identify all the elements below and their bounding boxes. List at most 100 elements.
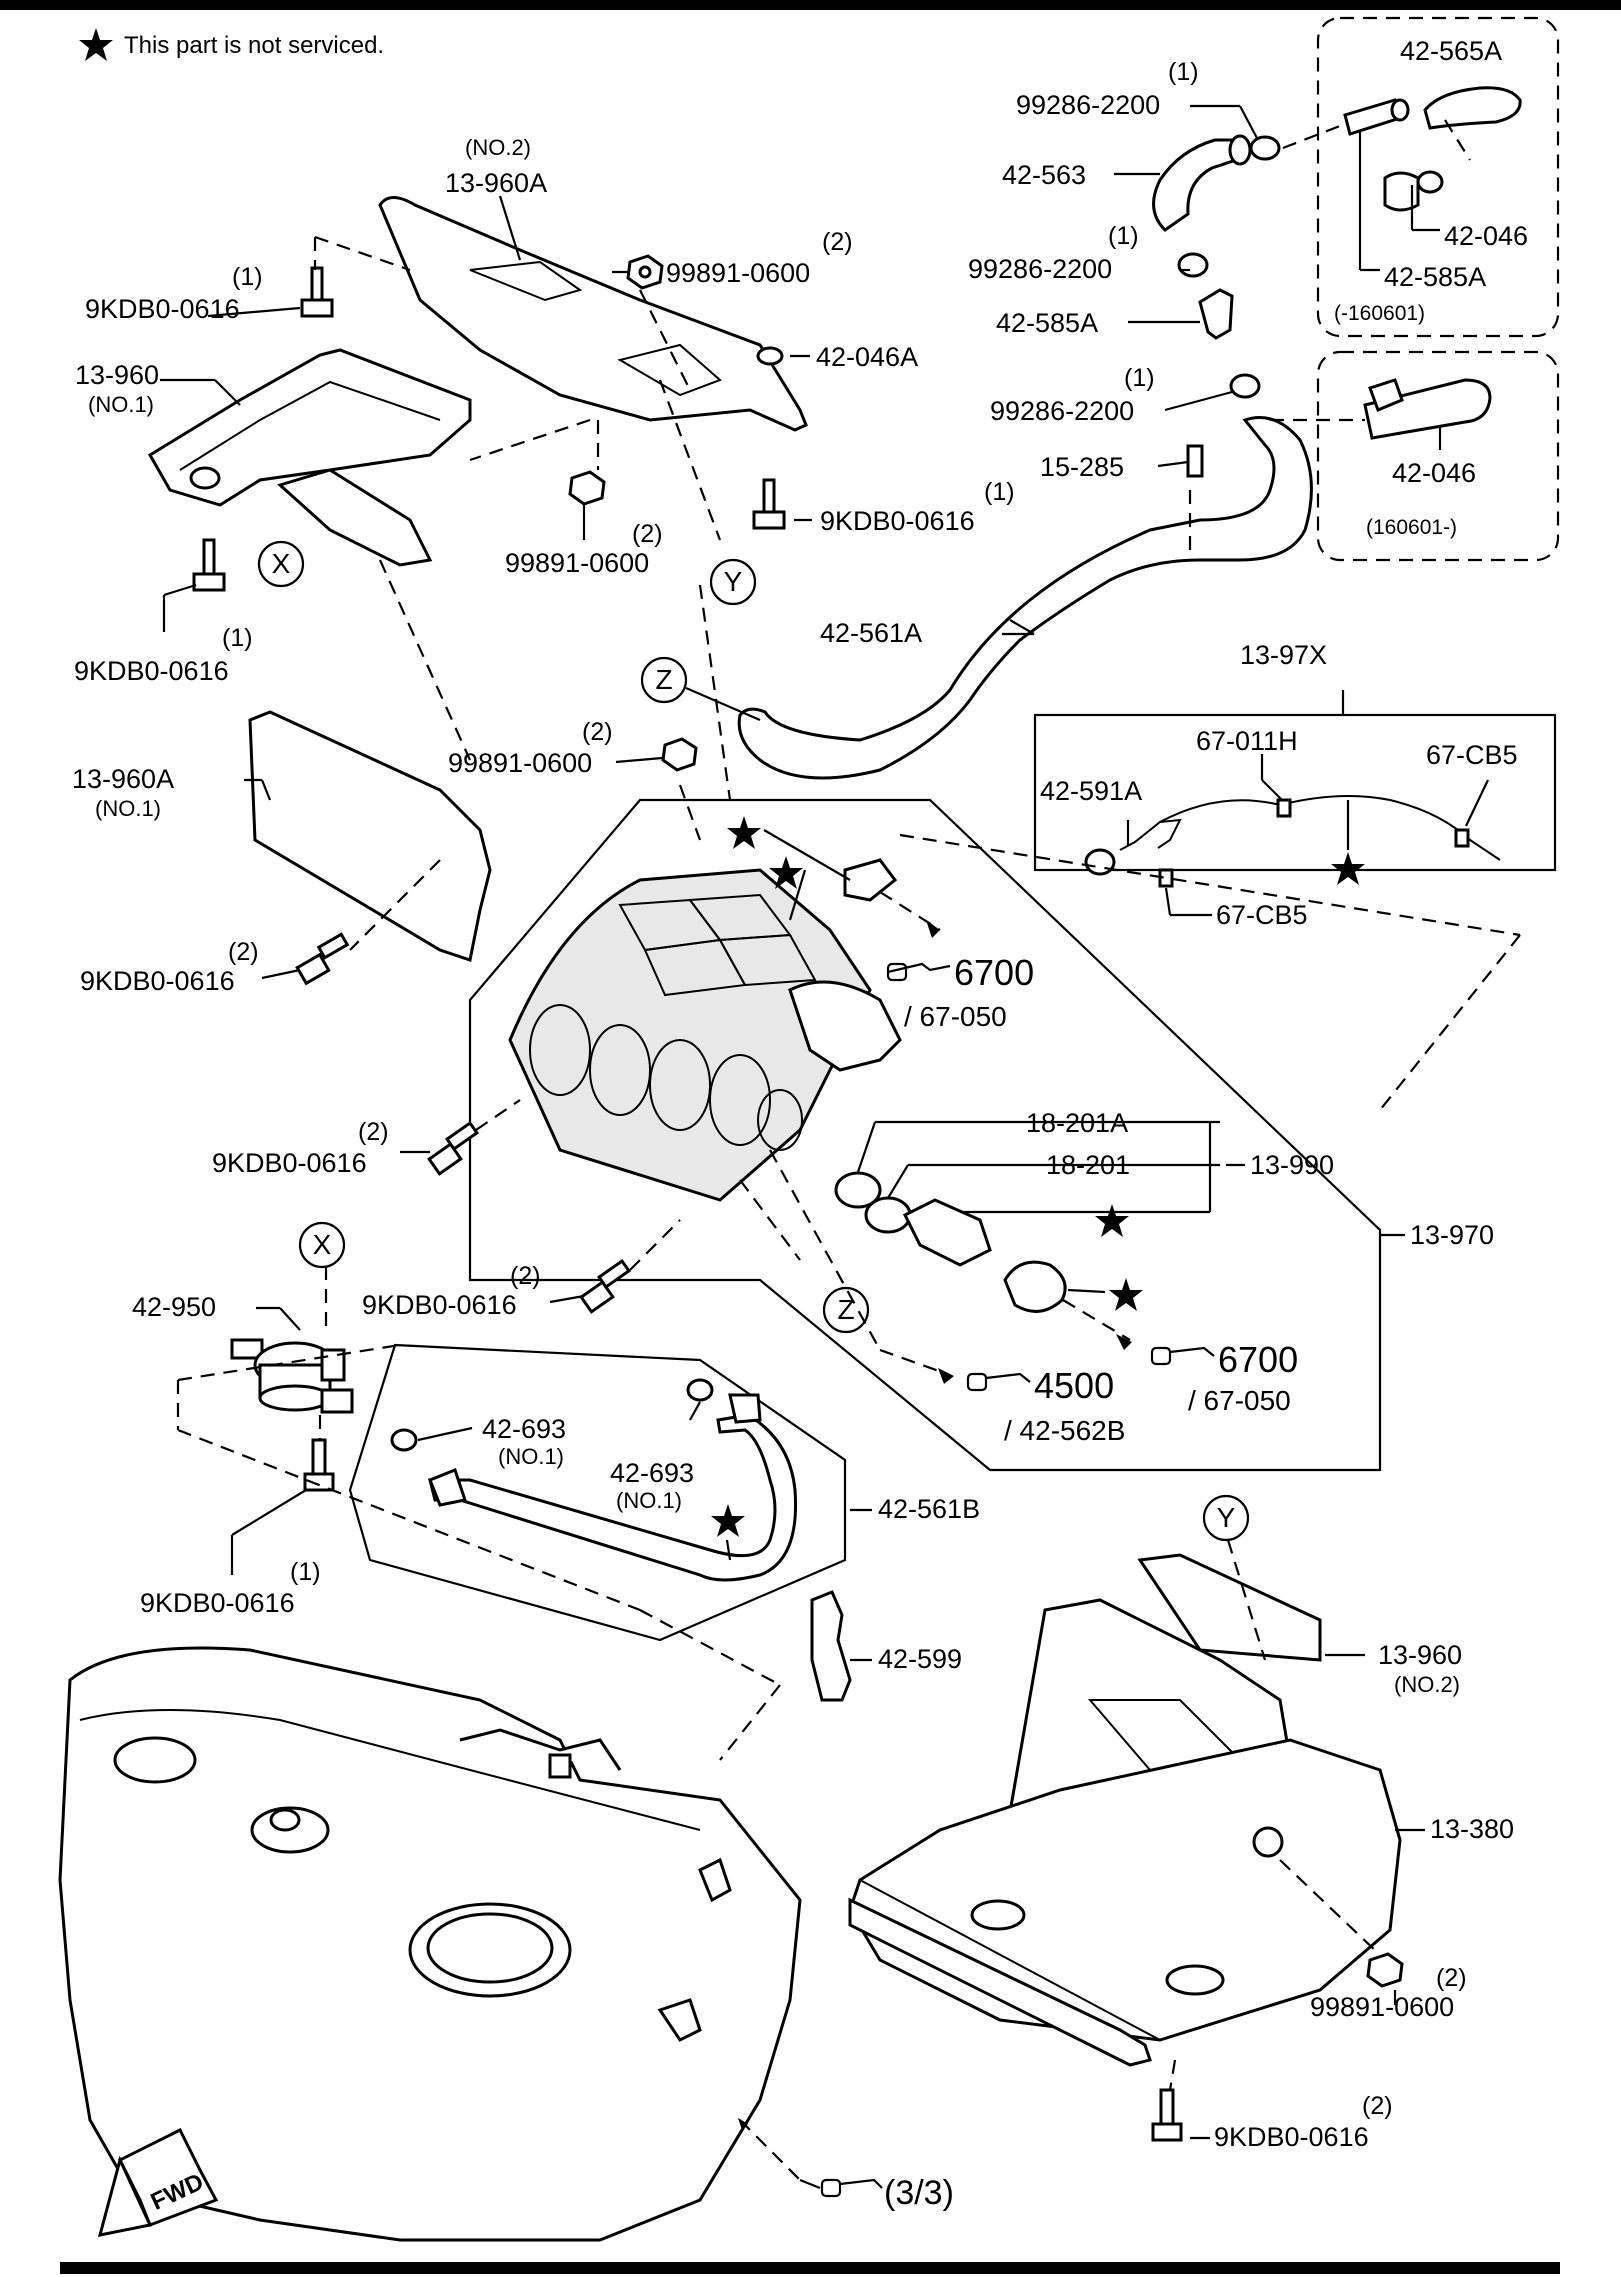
label-42-585A-a: 42-585A [1384, 262, 1486, 292]
ref-callouts: 6700 / 67-050 6700 / 67-050 4500 / 42-56… [820, 952, 1298, 2212]
ref-6700-upper: 6700 / 67-050 [886, 952, 1034, 1032]
bracket-detail [469, 260, 583, 302]
label-99891-a: 99891-0600 [666, 258, 810, 288]
clip [1368, 378, 1404, 412]
canister-boundary [468, 798, 1382, 1472]
tank-clip [548, 1753, 572, 1779]
hose-end [1228, 134, 1252, 166]
shield-group-bottom [848, 1539, 1425, 2142]
pointing-hand-icon [887, 962, 951, 974]
label-range-b: (160601-) [1366, 516, 1457, 539]
ref-3of3-text: (3/3) [884, 2174, 954, 2212]
wire [1159, 795, 1501, 861]
label-9kdb-c-qty: (1) [222, 624, 253, 652]
connector-42-693-b [686, 1378, 714, 1402]
variant-box-new [1316, 350, 1560, 562]
legend: This part is not serviced. [79, 28, 384, 61]
label-13-990: 13-990 [1250, 1150, 1334, 1180]
bracket-hole [189, 466, 221, 490]
label-9kdb-e-qty: (2) [358, 1118, 389, 1146]
markers: X Y Z Z X Y [257, 540, 1250, 1542]
hose-42-565A [1423, 86, 1522, 130]
variant-box-old [1316, 16, 1560, 338]
label-99286-b-qty: (1) [1108, 222, 1139, 250]
part-labels: 42-565A (1) 99286-2200 42-563 42-046 42-… [72, 36, 1528, 2152]
washer-42-046A [756, 346, 784, 366]
label-42-591A: 42-591A [1040, 776, 1142, 806]
clip-15-285 [1186, 444, 1204, 478]
ref-6700-upper-text: 6700 [954, 952, 1034, 993]
label-67-CB5-b: 67-CB5 [1216, 900, 1308, 930]
ref-4500-text: 4500 [1034, 1365, 1114, 1406]
fitting-42-585A [1198, 288, 1234, 340]
tank-hose [459, 1728, 622, 1771]
label-99891-a-qty: (2) [822, 228, 853, 256]
tank-seam [79, 1709, 701, 1831]
label-no1-d: (NO.1) [616, 1488, 682, 1513]
label-9kdb-f-qty: (2) [510, 1262, 541, 1290]
connector-42-591A [1084, 848, 1116, 876]
label-9kdb-g: 9KDB0-0616 [140, 1588, 295, 1618]
label-13-97X: 13-97X [1240, 640, 1327, 670]
bracket-group-top [147, 195, 812, 986]
hose-connector [728, 1393, 762, 1424]
label-9kdb-h: 9KDB0-0616 [1214, 2122, 1369, 2152]
boundary-dash [899, 833, 1521, 937]
star-icon [79, 28, 113, 61]
label-99891-b-qty: (2) [632, 520, 663, 548]
marker-x-bottom: X [313, 1229, 332, 1260]
pointing-hand-icon [1150, 1346, 1172, 1366]
label-13-970: 13-970 [1410, 1220, 1494, 1250]
label-13-960A-mid: 13-960A [72, 764, 174, 794]
valve-13-990 [902, 1198, 992, 1267]
label-42-563: 42-563 [1002, 160, 1086, 190]
canister-connector [843, 858, 898, 902]
insulator-rail [848, 1897, 1152, 2067]
label-9kdb-a: 9KDB0-0616 [820, 506, 975, 536]
marker-z-bottom: Z [837, 1294, 854, 1325]
canister-valve [788, 980, 902, 1072]
label-9kdb-h-qty: (2) [1362, 2092, 1393, 2120]
bracket-detail [617, 343, 722, 397]
label-99891-d-qty: (2) [1436, 1964, 1467, 1992]
label-42-585A-b: 42-585A [996, 308, 1098, 338]
shield-13-960A-no1 [248, 710, 492, 962]
ref-6700-lower: 6700 / 67-050 [1150, 1339, 1298, 1416]
cap-42-046-old [1383, 171, 1420, 212]
label-9kdb-d: 9KDB0-0616 [80, 966, 235, 996]
filter-hose-group [176, 1266, 872, 1761]
ref-6700-upper-sub: / 67-050 [904, 1001, 1007, 1032]
label-13-960-b: 13-960 [1378, 1640, 1462, 1670]
label-42-599: 42-599 [878, 1644, 962, 1674]
label-99286-c-qty: (1) [1124, 364, 1155, 392]
wire-assembly-13-97X [1033, 690, 1557, 917]
bracket-leg [277, 468, 433, 567]
label-9kdb-f: 9KDB0-0616 [362, 1290, 517, 1320]
label-99286-a: 99286-2200 [1016, 90, 1160, 120]
bolt-9kdb-f [579, 1258, 631, 1314]
ref-4500: 4500 / 42-562B [966, 1365, 1125, 1446]
hose-connector [428, 1468, 467, 1507]
label-no2-b: (NO.2) [1394, 1672, 1460, 1697]
bracket-13-960A-no2 [378, 196, 808, 432]
clamp-99286-b [1177, 252, 1209, 278]
label-no1-c: (NO.1) [498, 1444, 564, 1469]
label-13-960: 13-960 [75, 360, 159, 390]
tank-port [269, 1808, 301, 1832]
marker-z-top: Z [655, 664, 672, 695]
label-13-380: 13-380 [1430, 1814, 1514, 1844]
connector-42-693-a [390, 1428, 418, 1452]
marker-x-top: X [272, 548, 291, 579]
bolt-9kdb-d [295, 932, 350, 986]
insulator-hole [1165, 1964, 1225, 1996]
canister-leaders [400, 584, 1405, 1377]
label-9kdb-b: 9KDB0-0616 [85, 294, 240, 324]
tank-clip [657, 1998, 702, 2042]
star-icon [769, 856, 803, 889]
cap-13-990 [1003, 1260, 1067, 1313]
star-icon [1109, 1278, 1143, 1311]
bolt-9kdb-e [427, 1120, 479, 1176]
label-99286-a-qty: (1) [1168, 58, 1199, 86]
label-18-201: 18-201 [1046, 1150, 1130, 1180]
